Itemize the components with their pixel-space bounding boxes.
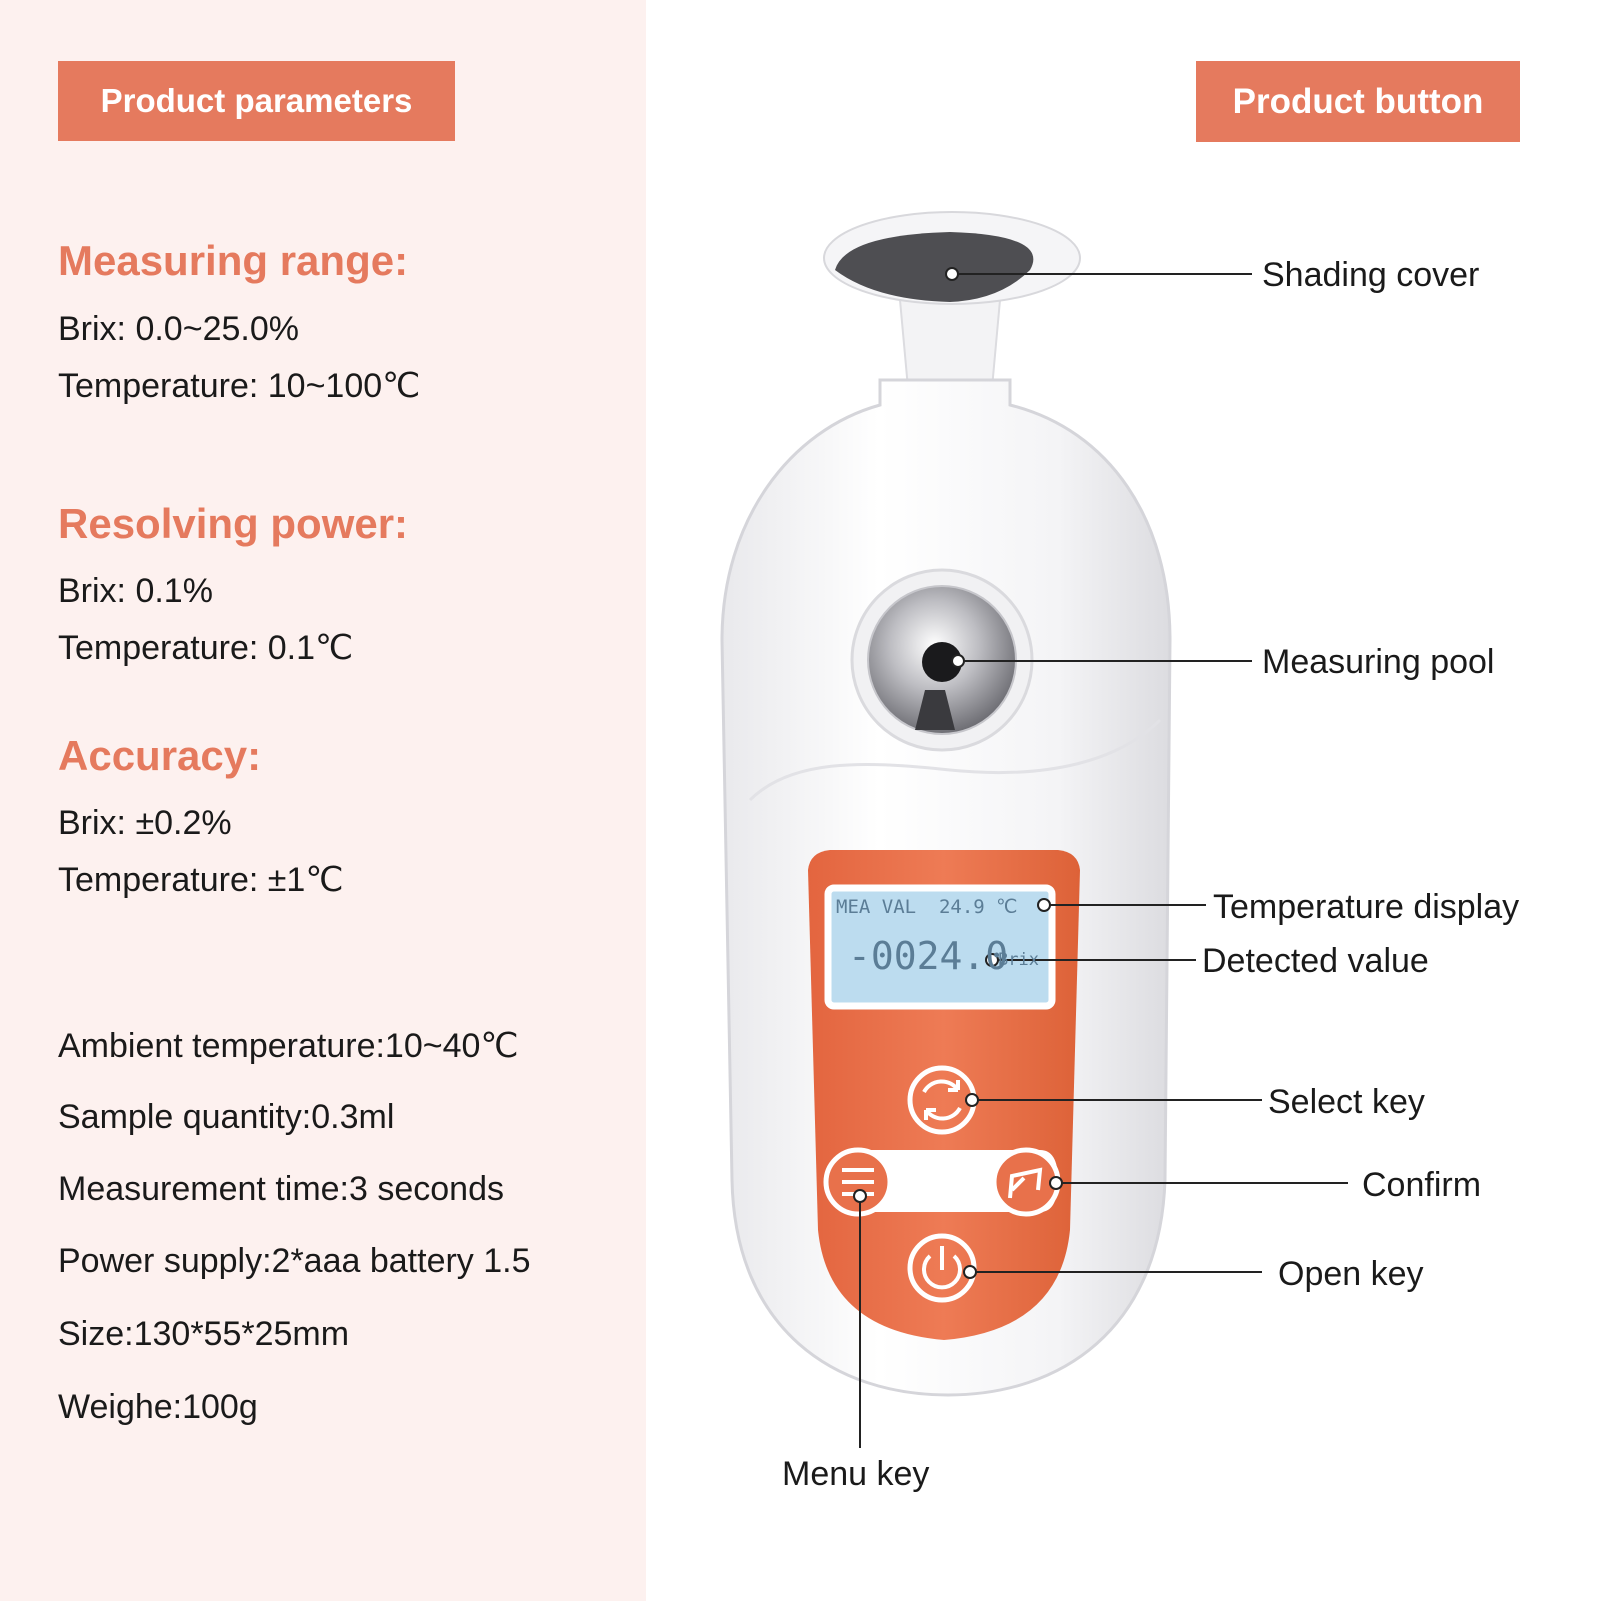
- lcd-detected-value: -0024.0: [848, 934, 1009, 978]
- label-detected-value: Detected value: [1202, 942, 1429, 980]
- accuracy-brix: Brix: ±0.2%: [58, 804, 232, 842]
- spec-power-supply: Power supply:2*aaa battery 1.5: [58, 1242, 531, 1280]
- product-button-tag: Product button: [1196, 61, 1520, 142]
- measuring-range-brix: Brix: 0.0~25.0%: [58, 310, 299, 348]
- label-select-key: Select key: [1268, 1083, 1425, 1121]
- control-panel: [808, 850, 1080, 1340]
- product-parameters-tag: Product parameters: [58, 61, 455, 141]
- resolving-power-temperature: Temperature: 0.1℃: [58, 629, 354, 667]
- confirm-key-icon[interactable]: [991, 1147, 1061, 1217]
- lcd-temperature-readout: MEA VAL 24.9 ℃: [836, 896, 1018, 918]
- spec-ambient-temperature: Ambient temperature:10~40℃: [58, 1027, 519, 1065]
- measuring-range-temperature: Temperature: 10~100℃: [58, 367, 421, 405]
- parameters-panel: Product parameters Measuring range: Brix…: [0, 0, 646, 1601]
- accuracy-temperature: Temperature: ±1℃: [58, 861, 344, 899]
- spec-size: Size:130*55*25mm: [58, 1315, 350, 1353]
- menu-key-icon[interactable]: [823, 1147, 893, 1217]
- resolving-power-brix: Brix: 0.1%: [58, 572, 213, 610]
- accuracy-title: Accuracy:: [58, 732, 262, 779]
- label-shading-cover: Shading cover: [1262, 256, 1480, 294]
- label-menu-key: Menu key: [782, 1455, 930, 1493]
- measuring-pool: [850, 568, 1034, 752]
- callout-lines: [859, 273, 1348, 1448]
- label-temperature-display: Temperature display: [1213, 888, 1520, 926]
- label-open-key: Open key: [1278, 1255, 1424, 1293]
- measuring-range-title: Measuring range:: [58, 237, 409, 284]
- callout-dots: [853, 267, 1063, 1279]
- spec-weight: Weighe:100g: [58, 1388, 258, 1426]
- spec-sample-quantity: Sample quantity:0.3ml: [58, 1098, 395, 1136]
- label-measuring-pool: Measuring pool: [1262, 643, 1495, 681]
- spec-measurement-time: Measurement time:3 seconds: [58, 1170, 504, 1208]
- label-confirm: Confirm: [1362, 1166, 1482, 1204]
- lcd-unit: Brix: [998, 950, 1039, 970]
- resolving-power-title: Resolving power:: [58, 500, 409, 547]
